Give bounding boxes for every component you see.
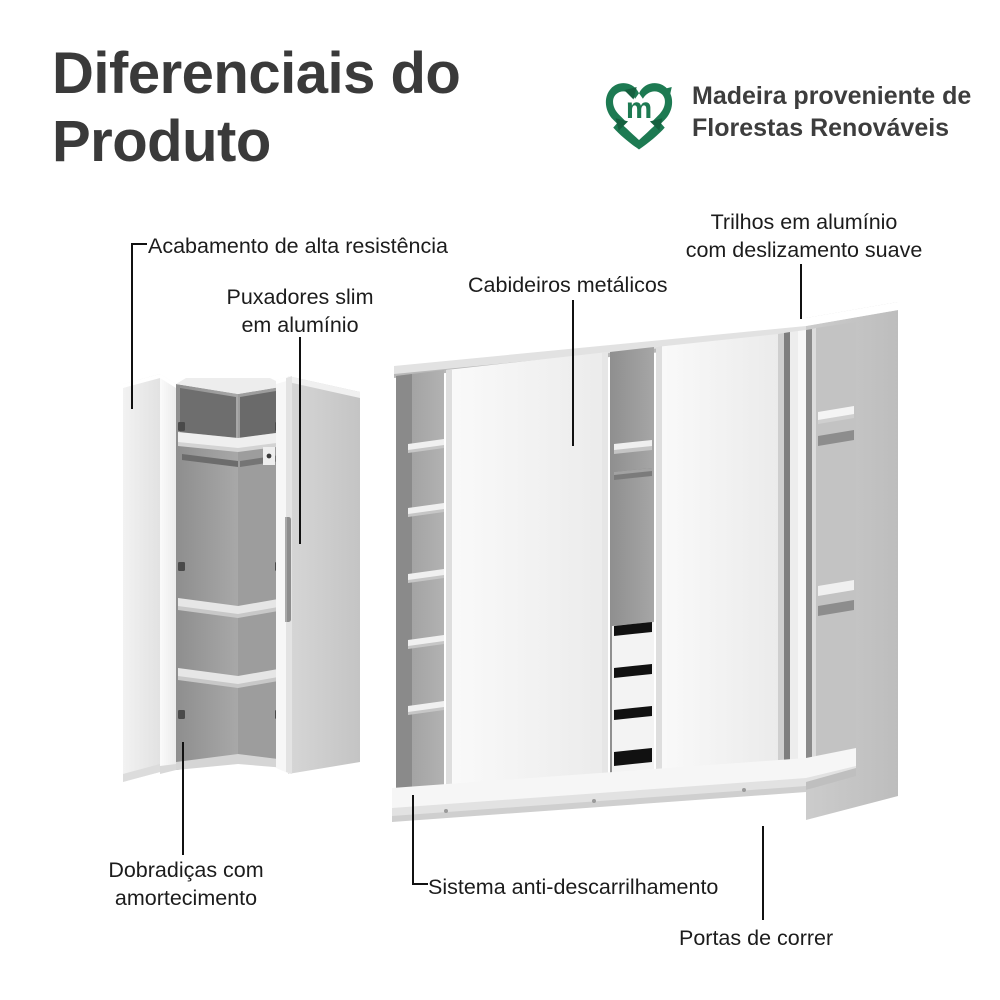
callout-label-sistema: Sistema anti-descarrilhamento [428, 875, 719, 899]
leader-line-acabamento-stub [131, 243, 147, 245]
sliding-wardrobe-illustration [392, 302, 898, 822]
sliding-wardrobe-door-middle[interactable] [656, 334, 778, 774]
corner-wardrobe-right-panel [288, 376, 360, 774]
corner-wardrobe-right-door[interactable] [276, 376, 292, 774]
corner-wardrobe-side-panel [123, 374, 160, 782]
leader-line-trilhos [800, 264, 802, 319]
sliding-wardrobe-door-left[interactable] [446, 352, 608, 790]
svg-text:m: m [626, 92, 652, 125]
leader-line-dobradicas [182, 742, 184, 855]
sliding-wardrobe-shelf-column [396, 370, 444, 796]
callout-label-puxadores: Puxadores slim em alumínio [226, 285, 374, 337]
sliding-wardrobe-hanger-rail [614, 468, 652, 480]
eco-certification-text: Madeira proveniente de Florestas Renováv… [692, 82, 972, 142]
sliding-wardrobe-shelf [408, 439, 444, 713]
leader-line-acabamento [131, 243, 133, 409]
corner-wardrobe-hanger-rail [182, 447, 280, 467]
page-title: Diferenciais do Produto [52, 41, 461, 174]
callout-label-trilhos: Trilhos em alumínio com deslizamento sua… [685, 210, 923, 262]
sliding-wardrobe-right-hanger-rail [818, 430, 854, 616]
eco-certification-badge: m Madeira proveniente de Florestas Renov… [600, 66, 985, 158]
leader-line-cabideiros [572, 300, 574, 446]
callout-label-dobradicas: Dobradiças com amortecimento [108, 858, 264, 910]
sliding-wardrobe-door-right[interactable] [778, 328, 816, 762]
sliding-wardrobe-right-interior [816, 322, 856, 757]
corner-wardrobe-left-door[interactable] [160, 374, 176, 774]
leader-line-puxadores [299, 337, 301, 544]
corner-wardrobe-illustration [123, 374, 360, 782]
sliding-wardrobe-base-rail [392, 748, 856, 822]
callout-label-cabideiros: Cabideiros metálicos [468, 273, 668, 297]
corner-wardrobe-shelves [178, 598, 284, 688]
leader-line-sistema [412, 795, 414, 885]
corner-wardrobe-upper-compartments [178, 388, 284, 452]
callout-label-acabamento: Acabamento de alta resistência [148, 234, 448, 258]
leader-line-portas [762, 826, 764, 920]
leader-line-sistema-stub [412, 883, 428, 885]
callout-label-portas: Portas de correr [679, 926, 834, 950]
sliding-wardrobe-door-track-strip [806, 328, 816, 759]
corner-wardrobe-handle[interactable] [285, 517, 291, 622]
recycle-heart-logo-icon: m [605, 83, 673, 150]
sliding-wardrobe-center-opening [610, 347, 654, 799]
